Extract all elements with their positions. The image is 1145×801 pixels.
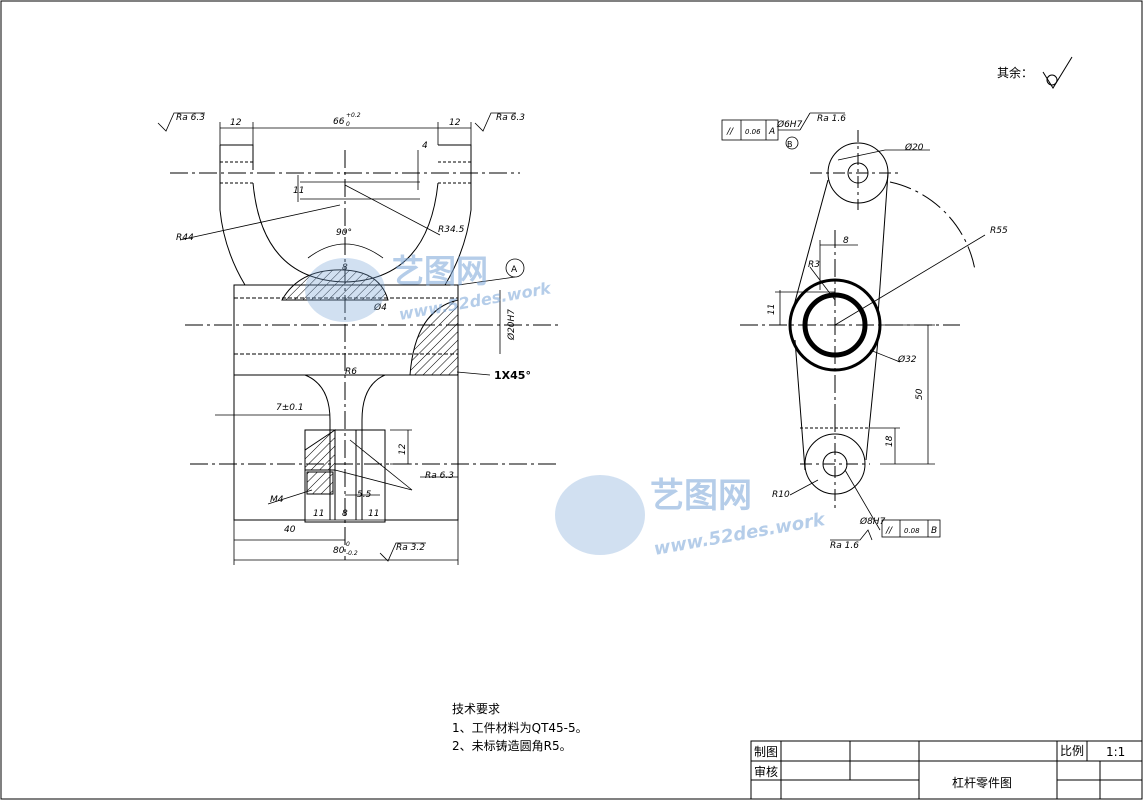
- tech-req-item1: 1、工件材料为QT45-5。: [452, 721, 588, 735]
- side-dim-11: 11: [767, 304, 777, 315]
- roughness-symbol-icon: [1042, 56, 1073, 89]
- dim-chamfer: 1X45°: [494, 369, 531, 382]
- dim-5-5: 5.5: [357, 490, 372, 500]
- dim-r3: R3: [808, 260, 820, 270]
- dim-r44: R44: [176, 233, 194, 243]
- tol1-symbol: //: [726, 127, 734, 137]
- side-labels: // 0.06 A Ø6H7 B Ra 1.6 Ø20 R55 8 R3 11 …: [726, 114, 1008, 551]
- dim-80-tol-up: 0: [346, 541, 350, 548]
- watermark-brand-1: 艺图网: [392, 252, 488, 290]
- dim-8-b: 8: [342, 509, 348, 519]
- ra-top-left: Ra 6.3: [176, 113, 205, 123]
- tech-req-item2: 2、未标铸造圆角R5。: [452, 738, 572, 753]
- dim-phi4: Ø4: [373, 302, 387, 313]
- watermark-brand-2: 艺图网: [650, 476, 752, 516]
- watermark-url-2: www.52des.work: [652, 509, 827, 560]
- title-scale-label: 比例: [1060, 744, 1084, 758]
- dim-phi32: Ø32: [897, 354, 917, 365]
- tol2-value: 0.08: [904, 527, 920, 535]
- title-block: [750, 740, 1143, 800]
- side-dimension-lines: [721, 112, 986, 541]
- dim-8: 8: [342, 263, 348, 273]
- side-ra-bottom: Ra 1.6: [830, 541, 859, 551]
- dim-66: 66: [333, 117, 345, 127]
- dim-phi8h7: Ø8H7: [859, 516, 886, 527]
- dim-11-a: 11: [313, 509, 324, 519]
- datum-a: A: [511, 265, 518, 275]
- dim-4: 4: [422, 141, 428, 151]
- dim-40: 40: [284, 525, 296, 535]
- dim-50: 50: [915, 388, 925, 400]
- dim-phi20: Ø20: [904, 142, 924, 153]
- dim-r6: R6: [345, 367, 357, 377]
- side-ra-top: Ra 1.6: [817, 114, 846, 124]
- dim-r55: R55: [990, 226, 1008, 236]
- title-scale-value: 1:1: [1106, 745, 1125, 759]
- dim-11-b: 11: [368, 509, 379, 519]
- title-checked: 审核: [754, 764, 778, 779]
- ra-mid: Ra 6.3: [425, 471, 454, 481]
- dim-80: 80: [333, 546, 345, 556]
- dim-12-left: 12: [230, 118, 242, 128]
- dim-66-tol-up: +0.2: [346, 112, 361, 119]
- datum-b: B: [787, 140, 793, 149]
- tol2-ref: B: [931, 526, 937, 536]
- ra-bottom: Ra 3.2: [396, 543, 425, 553]
- dim-7: 7±0.1: [276, 403, 304, 413]
- dim-12-right: 12: [449, 118, 461, 128]
- dim-11: 11: [293, 186, 304, 196]
- side-view: [740, 130, 976, 510]
- dim-phi20h7: Ø20H7: [506, 309, 517, 341]
- tol1-ref: A: [768, 127, 775, 137]
- dim-80-tol-low: -0.2: [346, 550, 358, 557]
- front-labels: Ra 6.3 Ra 6.3 12 66 +0.2 0 12 4 11 R44 R…: [176, 112, 531, 557]
- ra-top-right: Ra 6.3: [496, 113, 525, 123]
- tol2-symbol: //: [885, 526, 893, 536]
- tol1-value: 0.06: [745, 128, 761, 136]
- dim-m4: M4: [270, 495, 284, 505]
- surface-note: 其余：: [997, 65, 1033, 80]
- dim-12-mid: 12: [398, 443, 408, 455]
- dim-66-tol-low: 0: [346, 121, 350, 128]
- dim-r34-5: R34.5: [438, 225, 465, 235]
- dim-18: 18: [885, 435, 895, 447]
- front-dimension-lines: [157, 112, 525, 565]
- side-dim-8: 8: [843, 236, 849, 246]
- title-part-name: 杠杆零件图: [952, 775, 1012, 790]
- dim-phi6h7: Ø6H7: [776, 119, 803, 130]
- watermark-2: 艺图网 www.52des.work: [555, 475, 827, 560]
- dim-r10: R10: [772, 490, 790, 500]
- title-drawn: 制图: [754, 745, 778, 759]
- dim-angle-90: 90°: [336, 228, 352, 238]
- tech-req-title: 技术要求: [452, 702, 500, 716]
